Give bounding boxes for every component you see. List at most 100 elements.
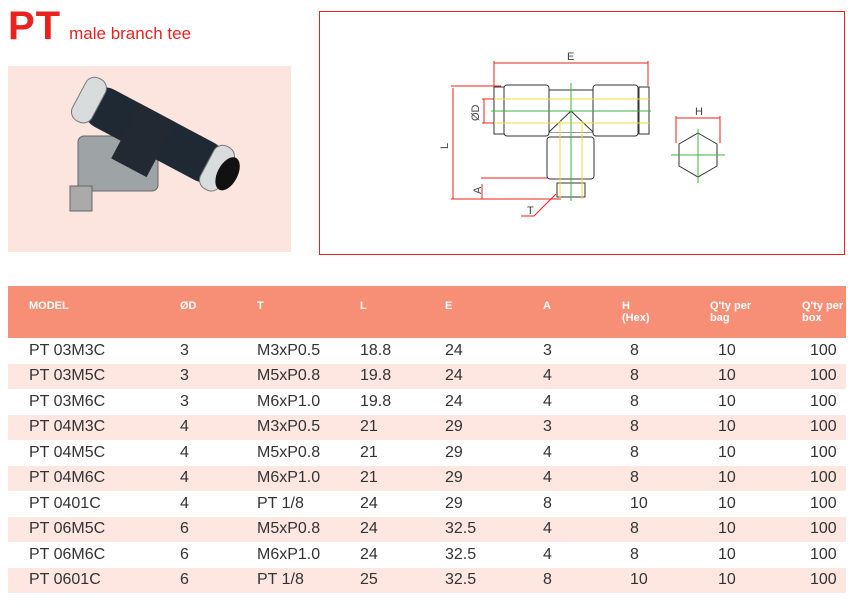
table-cell: 100 [810,494,837,512]
table-cell: PT 04M3C [8,414,180,440]
table-cell: 3 [543,414,622,440]
table-cell: 25 [360,567,445,593]
table-cell: 24 [445,341,463,359]
table-cell: 10 [718,494,736,512]
table-cell: M6xP1.0 [257,465,360,491]
table-cell: 19.8 [360,392,392,410]
dimension-label-t: T [527,205,534,217]
table-cell: 29 [445,414,543,440]
table-cell: 100 [802,414,846,440]
table-cell: 10 [718,545,736,563]
table-cell: 21 [360,414,445,440]
table-cell: PT 04M6C [8,465,180,491]
table-cell: 3 [180,363,257,389]
product-photo [8,66,291,252]
table-cell: 3 [180,392,189,410]
table-cell: 4 [180,494,189,512]
table-cell: 8 [622,516,710,542]
table-cell: 4 [543,465,622,491]
table-cell: 10 [622,567,710,593]
table-cell: PT 03M3C [29,341,106,359]
table-cell: 4 [543,516,622,542]
table-cell: 4 [543,545,552,563]
table-cell: PT 03M6C [29,392,106,410]
table-cell: 6 [180,516,257,542]
column-header: H (Hex) [622,286,710,338]
technical-drawing: E ØD L A T H [319,11,845,255]
table-cell: 21 [360,465,445,491]
table-cell: PT 1/8 [257,567,360,593]
column-header: E [445,286,543,338]
table-cell: 8 [630,341,639,359]
column-header: T [257,286,360,338]
table-cell: 4 [543,443,552,461]
table-cell: 29 [445,494,463,512]
table-cell: 18.8 [360,341,392,359]
table-cell: 6 [180,567,257,593]
table-cell: 8 [630,545,639,563]
column-header: Q'ty per box [802,286,846,338]
table-cell: PT 0601C [8,567,180,593]
table-cell: 3 [543,341,552,359]
table-cell: 8 [543,567,622,593]
table-cell: 4 [180,465,257,491]
table-cell: M5xP0.8 [257,443,321,461]
table-cell: 100 [810,392,837,410]
table-cell: 8 [622,465,710,491]
dimension-label-a: A [472,186,484,194]
product-description: male branch tee [69,24,192,43]
table-cell: 32.5 [445,545,477,563]
table-cell: 8 [543,494,552,512]
table-cell: 21 [360,443,378,461]
table-cell: 10 [710,465,802,491]
table-cell: 100 [810,341,837,359]
table-cell: 32.5 [445,567,543,593]
table-cell: 100 [802,567,846,593]
table-cell: 24 [360,494,378,512]
table-cell: 10 [710,414,802,440]
table-cell: 10 [718,392,736,410]
dimension-label-e: E [567,51,574,63]
table-cell: 24 [360,545,378,563]
table-cell: 100 [802,363,846,389]
table-cell: 24 [445,392,463,410]
table-cell: 10 [718,443,736,461]
table-cell: M3xP0.5 [257,414,360,440]
page-title: PT male branch tee [8,4,191,49]
table-cell: PT 04M5C [29,443,106,461]
table-cell: 10 [710,516,802,542]
table-cell: 100 [802,465,846,491]
column-header: ØD [180,286,257,338]
table-cell: 4 [543,363,622,389]
table-cell: 32.5 [445,516,543,542]
table-cell: 8 [630,392,639,410]
table-cell: M3xP0.5 [257,341,321,359]
table-cell: M5xP0.8 [257,516,360,542]
table-cell: 100 [810,545,837,563]
table-cell: M6xP1.0 [257,392,321,410]
table-cell: 10 [710,567,802,593]
table-cell: PT 0401C [29,494,101,512]
table-cell: 4 [180,443,189,461]
table-cell: PT 03M5C [8,363,180,389]
table-cell: 100 [810,443,837,461]
dimension-label-od: ØD [470,104,482,121]
table-cell: 19.8 [360,363,445,389]
column-header: A [543,286,622,338]
table-cell: 100 [802,516,846,542]
table-cell: PT 06M5C [8,516,180,542]
table-cell: 8 [622,363,710,389]
product-code: PT [8,4,62,48]
table-cell: 29 [445,465,543,491]
